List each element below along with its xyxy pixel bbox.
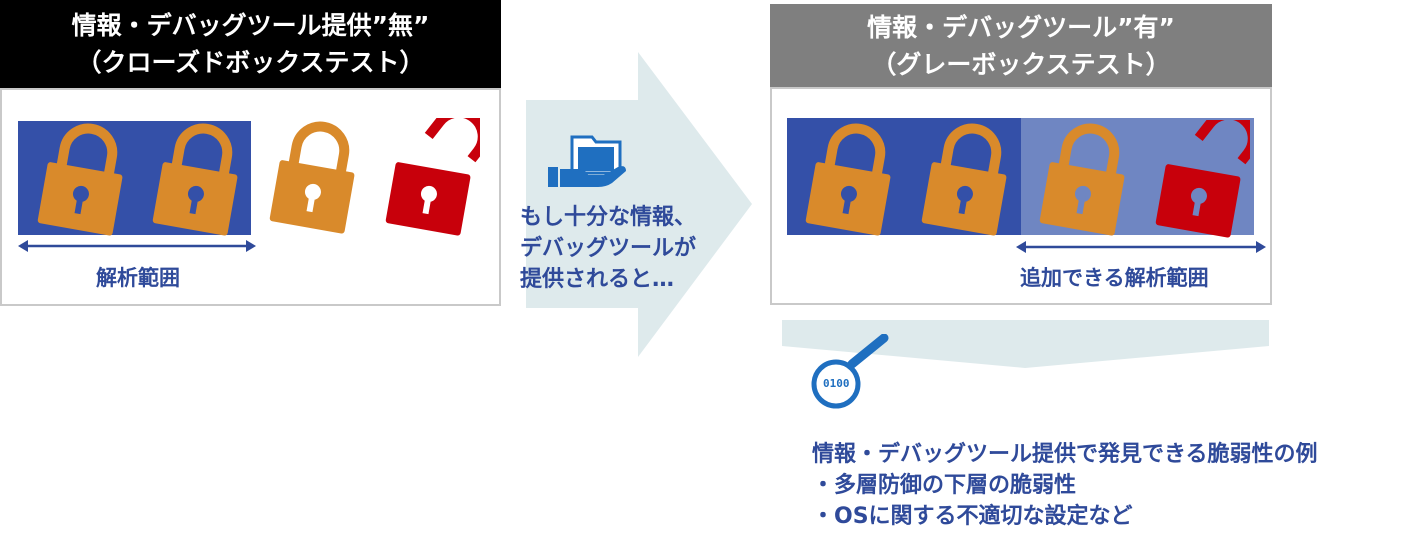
vulnerability-heading: 情報・デバッグツール提供で発見できる脆弱性の例 [812, 442, 1318, 467]
lock-unlocked-icon [1150, 120, 1250, 238]
lock-locked-icon [916, 118, 1016, 236]
right-panel-title-line1: 情報・デバッグツール”有” [867, 13, 1175, 42]
left-panel-title-line1: 情報・デバッグツール提供”無” [71, 11, 430, 40]
left-range-label: 解析範囲 [96, 266, 180, 290]
right-range-arrow-icon [1016, 241, 1266, 253]
middle-text-line1: もし十分な情報、 [520, 205, 697, 230]
lock-locked-icon [264, 116, 364, 234]
middle-text: もし十分な情報、 デバッグツールが 提供されると… [520, 202, 696, 295]
lock-locked-icon [1034, 118, 1134, 236]
lock-locked-icon [147, 118, 247, 236]
hand-with-folder-icon [548, 135, 626, 187]
left-range-arrow-icon [18, 240, 256, 252]
down-chevron-band-icon [782, 320, 1269, 368]
binary-text: 0100 [823, 377, 850, 390]
lock-locked-icon [32, 118, 132, 236]
magnifier-binary-icon: 0100 [796, 334, 892, 414]
right-panel-title-line2: （グレーボックステスト） [871, 50, 1171, 79]
left-panel-header: 情報・デバッグツール提供”無” （クローズドボックステスト） [0, 0, 501, 88]
right-range-label: 追加できる解析範囲 [1020, 266, 1209, 290]
vulnerability-examples: 情報・デバッグツール提供で発見できる脆弱性の例 ・多層防御の下層の脆弱性 ・OS… [812, 439, 1318, 532]
lock-locked-icon [800, 118, 900, 236]
lock-unlocked-icon [380, 118, 480, 236]
vulnerability-item: ・多層防御の下層の脆弱性 [812, 473, 1077, 498]
big-right-arrow-icon [526, 52, 752, 357]
middle-text-line2: デバッグツールが [520, 236, 697, 261]
right-panel-header: 情報・デバッグツール”有” （グレーボックステスト） [770, 4, 1272, 87]
left-panel-title-line2: （クローズドボックステスト） [76, 48, 425, 77]
middle-text-line3: 提供されると… [520, 267, 675, 292]
vulnerability-item: ・OSに関する不適切な設定など [812, 504, 1133, 529]
